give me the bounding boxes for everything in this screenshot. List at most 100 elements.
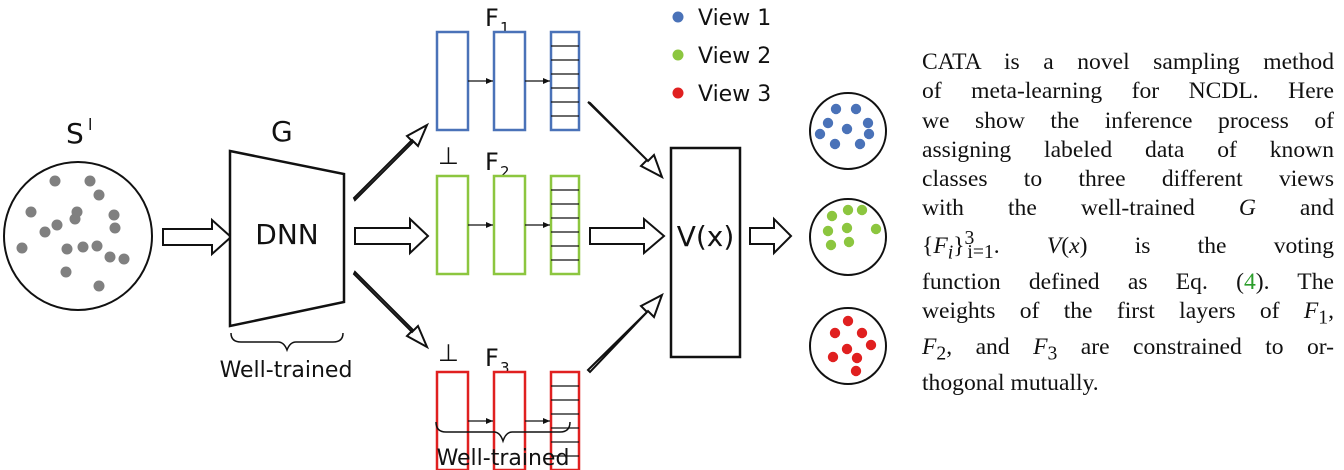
layer-1-f2 xyxy=(435,174,470,276)
view-3-cluster xyxy=(809,307,887,385)
view-sample-dot xyxy=(850,365,862,377)
arrow-dnn-to-f2 xyxy=(354,216,430,256)
legend: View 1 View 2 View 3 xyxy=(672,6,771,107)
view-sample-dot xyxy=(841,123,853,135)
input-set: S l xyxy=(3,115,153,311)
view-sample-dot xyxy=(856,327,868,339)
caption-line-3: we show the inference process of xyxy=(922,107,1334,134)
legend-label-view-3: View 3 xyxy=(698,82,771,107)
sample-dot xyxy=(39,226,51,238)
view-sample-dot xyxy=(827,351,839,363)
legend-label-view-1: View 1 xyxy=(698,6,771,31)
well-trained-label-left: Well-trained xyxy=(220,358,353,383)
sample-dot xyxy=(60,266,72,278)
view-sample-dot xyxy=(841,222,853,234)
view-sample-dot xyxy=(814,128,826,140)
sample-dot xyxy=(91,240,103,252)
dnn-trapezoid xyxy=(228,149,346,328)
layer-1-f1 xyxy=(435,30,470,132)
caption-line-1: CATA is a novel sampling method xyxy=(922,49,1334,75)
legend-dot-view-1 xyxy=(672,11,684,23)
sample-dot xyxy=(93,189,105,201)
sample-dot xyxy=(108,209,120,221)
generator-label: G xyxy=(271,115,293,148)
view-sample-dot xyxy=(850,103,862,115)
arrow-f2-to-vx xyxy=(589,216,666,256)
branch-subscript-f3: 3 xyxy=(500,359,510,377)
view-sample-dot xyxy=(856,204,868,216)
caption-line-4: assigning labeled data of known xyxy=(922,136,1334,163)
legend-dot-view-3 xyxy=(672,87,684,99)
layer-2-f2 xyxy=(492,174,527,276)
view-sample-dot xyxy=(822,225,834,237)
branch-label-f3: F xyxy=(485,344,499,372)
view-sample-dot xyxy=(854,138,866,150)
caption: CATA is a novel sampling method of meta-… xyxy=(922,48,1334,398)
arrow-dnn-to-f1 xyxy=(352,122,430,202)
arrow-dnn-to-f3 xyxy=(352,270,430,350)
arrow-f1-to-vx xyxy=(587,101,664,180)
perpendicular-symbol-2: ⊥ xyxy=(438,339,459,367)
well-trained-label-bottom: Well-trained xyxy=(437,446,570,470)
perpendicular-symbol-1: ⊥ xyxy=(438,142,459,170)
view-sample-dot xyxy=(842,315,854,327)
caption-line-10: F2, and F3 are constrained to or- xyxy=(922,333,1335,365)
caption-line-9: weights of the first layers of F1, xyxy=(922,297,1334,329)
view-sample-dot xyxy=(842,204,854,216)
branch-subscript-f2: 2 xyxy=(500,163,510,181)
sample-dot xyxy=(118,253,130,265)
view-sample-dot xyxy=(841,343,853,355)
voting-label: V(x) xyxy=(677,220,735,253)
layer-2-f3 xyxy=(492,370,527,470)
sample-dot xyxy=(49,175,61,187)
output-views xyxy=(809,92,887,385)
legend-dot-view-2 xyxy=(672,49,684,61)
input-set-circle xyxy=(3,161,153,311)
view-sample-dot xyxy=(826,210,838,222)
view-sample-dot xyxy=(865,339,877,351)
view-sample-dot xyxy=(843,236,855,248)
view-sample-dot xyxy=(863,128,875,140)
branch-label-f2: F xyxy=(485,148,499,176)
arrow-f3-to-vx xyxy=(586,292,664,374)
caption-line-6: with the well-trained G and xyxy=(922,195,1334,222)
input-set-label: S xyxy=(66,117,84,150)
input-set-superscript: l xyxy=(88,115,92,134)
sample-dot xyxy=(61,243,73,255)
caption-line-2: of meta-learning for NCDL. Here xyxy=(922,78,1334,105)
sample-dot xyxy=(77,241,89,253)
input-dots xyxy=(16,175,130,292)
sample-dot xyxy=(25,206,37,218)
legend-label-view-2: View 2 xyxy=(698,44,771,69)
caption-line-11: thogonal mutually. xyxy=(922,369,1099,396)
equation-reference[interactable]: 4 xyxy=(1243,268,1256,295)
sample-dot xyxy=(109,222,121,234)
well-trained-brace-left xyxy=(230,332,344,353)
arrow-vx-to-views xyxy=(749,216,793,256)
view-sample-dot xyxy=(862,117,874,129)
generator-dnn: G DNN Well-trained xyxy=(220,115,353,383)
view-sample-dot xyxy=(870,223,882,235)
view-1-cluster xyxy=(809,92,887,170)
branch-subscript-f1: 1 xyxy=(500,19,510,37)
layer-2-f1 xyxy=(492,30,527,132)
output-layer-f2 xyxy=(549,174,581,276)
output-layer-f3 xyxy=(549,370,581,470)
voting-box xyxy=(669,146,742,359)
sample-dot xyxy=(104,251,116,263)
caption-line-7: {Fi}3i=1. V(x) is the voting xyxy=(922,226,1334,264)
caption-line-5: classes to three different views xyxy=(922,166,1334,193)
view-sample-dot xyxy=(825,239,837,251)
view-sample-dot xyxy=(822,117,834,129)
well-trained-brace-bottom xyxy=(435,421,571,444)
sample-dot xyxy=(84,175,96,187)
sample-dot xyxy=(93,280,105,292)
caption-line-8: function defined as Eq. (4). The xyxy=(922,268,1334,295)
view-sample-dot xyxy=(829,138,841,150)
output-layer-f1 xyxy=(549,30,581,132)
